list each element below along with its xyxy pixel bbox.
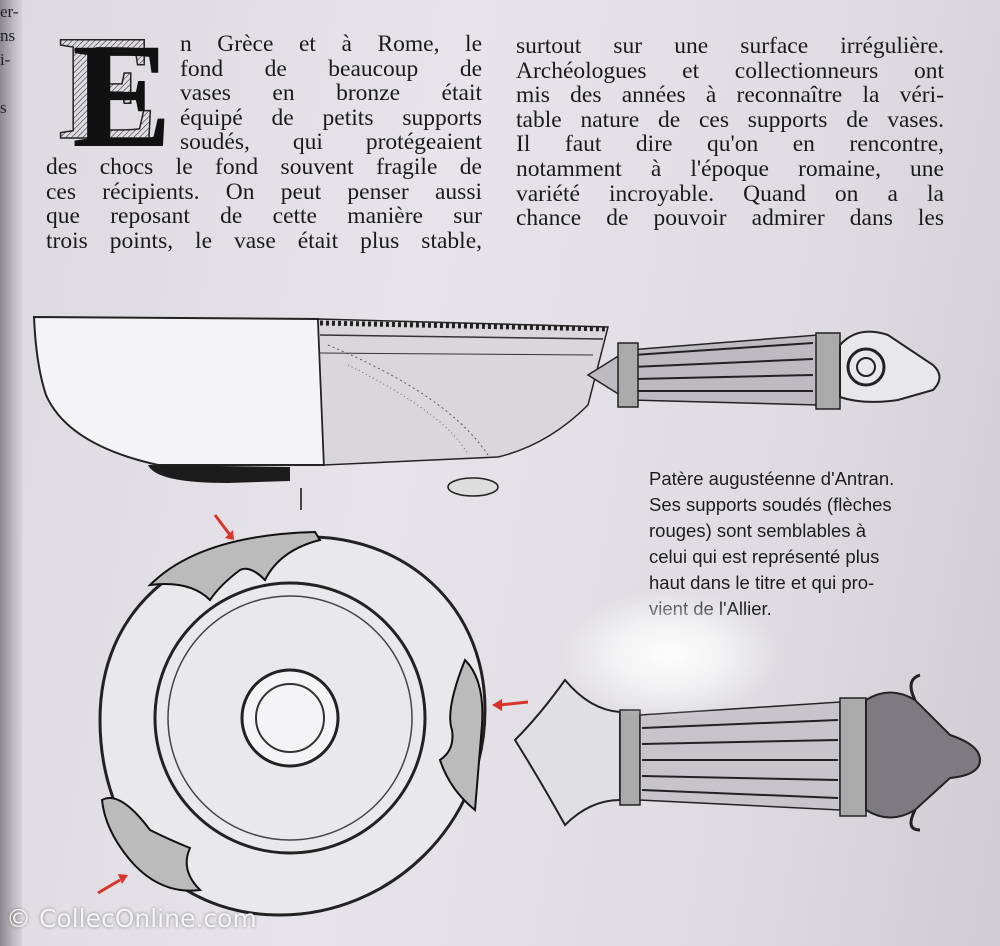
text-line: chance de pouvoir admirer dans les (516, 205, 944, 232)
watermark: © CollecOnline.com (6, 904, 257, 933)
patera-handle-detail (513, 673, 982, 832)
page-gutter (0, 0, 22, 946)
text-line: table nature de ces supports de vases. (516, 106, 944, 133)
text-line: fond de beaucoup de (180, 55, 482, 82)
drop-cap-glyph: E (72, 26, 172, 154)
left-column-body: des chocs le fond souvent fragile de ces… (46, 155, 482, 253)
red-arrow-icon (213, 514, 232, 536)
drop-cap-letter: E E (58, 26, 172, 154)
text-line: n Grèce et à Rome, le (180, 31, 482, 57)
margin-fragment (0, 72, 44, 96)
text-line: Archéologues et collectionneurs ont (516, 57, 944, 84)
margin-fragment: s (0, 98, 7, 117)
figure-divider-mark (300, 488, 302, 510)
text-line: surtout sur une surface irrégulière. (516, 33, 944, 59)
caption-line: vient de l'Allier. (649, 598, 772, 619)
text-line: mis des années à reconnaître la véri- (516, 82, 944, 109)
text-line: trois points, le vase était plus stable, (46, 227, 482, 254)
text-line: que reposant de cette manière sur (46, 203, 482, 230)
red-arrow-icon (97, 878, 121, 895)
margin-fragment: i- (0, 50, 11, 69)
margin-fragment: ns (0, 26, 16, 45)
caption-line: celui qui est représenté plus (649, 546, 880, 567)
caption-line: Patère augustéenne d'Antran. (649, 468, 895, 489)
caption-line: rouges) sont semblables à (649, 520, 866, 541)
drop-cap-shadow: E (58, 26, 158, 154)
text-line: variété incroyable. Quand on a la (516, 180, 944, 207)
text-line: vases en bronze était (180, 80, 482, 107)
red-arrow-icon (492, 699, 529, 711)
patera-side-view (32, 315, 941, 497)
text-line: ces récipients. On peut penser aussi (46, 178, 482, 205)
caption-line: Ses supports soudés (flèches (649, 494, 892, 515)
text-line: équipé de petits supports (180, 104, 482, 131)
text-line: soudés, qui protégeaient (180, 129, 482, 156)
patera-underside-view (97, 514, 487, 917)
margin-text-fragments: er- ns i- s (0, 0, 44, 120)
left-column-beside-cap: n Grèce et à Rome, le fond de beaucoup d… (180, 32, 482, 155)
caption-line: haut dans le titre et qui pro- (649, 572, 875, 593)
figure-caption: Patère augustéenne d'Antran. Ses support… (649, 466, 949, 622)
text-line: notamment à l'époque romaine, une (516, 155, 944, 182)
margin-fragment: er- (0, 2, 19, 21)
text-line: des chocs le fond souvent fragile de (46, 154, 482, 180)
text-line: Il faut dire qu'on en rencontre, (516, 131, 944, 158)
right-column-body: surtout sur une surface irrégulière. Arc… (516, 34, 944, 231)
